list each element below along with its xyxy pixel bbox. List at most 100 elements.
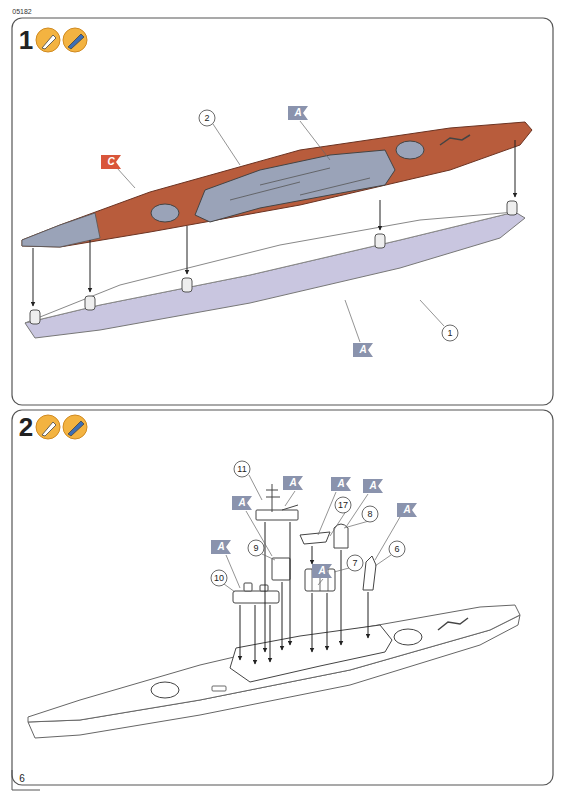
part-6 (363, 556, 376, 590)
page-text: 2 (19, 414, 33, 440)
color-flag (312, 564, 332, 578)
leader-line (334, 568, 349, 572)
color-flag (232, 496, 252, 510)
leader-line (246, 511, 272, 556)
leader-line (345, 300, 360, 342)
assembly-arrow (240, 605, 241, 660)
superstructure (195, 150, 395, 222)
superstructure-detail (230, 168, 370, 200)
color-code: C (107, 157, 114, 167)
assembly-arrow (312, 593, 313, 652)
leader-line (300, 121, 330, 160)
page-text: 05182 (12, 8, 31, 15)
callout-number: 11 (237, 465, 246, 474)
part-10-detail (244, 583, 252, 591)
deck-detail (212, 686, 226, 691)
assembly-arrow (90, 240, 91, 292)
leader-line (375, 555, 391, 566)
callout-circle (389, 541, 405, 557)
color-flag (101, 155, 121, 169)
tool-icon (68, 421, 84, 436)
callout-number: 6 (394, 545, 399, 554)
anchor-chain (438, 618, 468, 630)
callout-circle (347, 555, 363, 571)
glue-icon (63, 415, 87, 439)
color-code: A (217, 542, 224, 552)
assembly-arrow (341, 550, 342, 645)
color-code: A (318, 566, 325, 576)
leader-line (318, 579, 323, 585)
assembly-arrow (312, 546, 313, 564)
part-17 (300, 532, 330, 544)
callout-circle (442, 325, 458, 341)
assembly-arrow (255, 605, 256, 664)
color-flag (288, 106, 308, 120)
color-code: A (369, 481, 376, 491)
deck (22, 122, 532, 247)
leader-line (117, 168, 135, 188)
page-text: 1 (19, 27, 33, 53)
color-code: A (238, 498, 245, 508)
callout-number: 9 (253, 544, 258, 553)
assembly-arrow (380, 200, 381, 230)
color-flag (363, 479, 383, 493)
assembly-arrow (368, 592, 369, 638)
callout-number: 10 (214, 574, 224, 583)
part-9 (272, 558, 290, 580)
turret-ring (151, 682, 179, 698)
locating-post (30, 310, 40, 324)
assembly-arrow (265, 522, 266, 652)
locating-post (507, 201, 517, 215)
anchor-chain (440, 135, 470, 145)
callout-number: 8 (367, 510, 372, 519)
part-10-detail (260, 585, 268, 591)
step-panel (12, 18, 553, 405)
color-code: A (294, 108, 301, 118)
callout-number: 17 (338, 501, 348, 510)
color-flag (283, 476, 303, 490)
paint-icon (36, 28, 60, 52)
tool-icon (42, 422, 56, 436)
assembly-arrow (290, 522, 291, 645)
color-code: A (359, 345, 366, 355)
callout-circle (362, 506, 378, 522)
page-bracket (12, 770, 40, 790)
assembly-arrow (282, 582, 283, 650)
bow-deck (22, 213, 100, 247)
callout-circle (335, 497, 351, 513)
callout-number: 7 (352, 559, 357, 568)
color-code: A (403, 505, 410, 515)
color-flag (331, 477, 351, 491)
leader-line (285, 491, 295, 506)
tool-icon (68, 34, 84, 49)
assembly-arrow (515, 140, 516, 197)
assembly-arrow (327, 593, 328, 650)
leader-line (262, 554, 275, 560)
leader-line (213, 124, 240, 165)
part-11 (256, 510, 298, 520)
deck (28, 605, 520, 722)
locating-post (182, 278, 192, 292)
turret-ring (396, 141, 424, 159)
color-flag (397, 503, 417, 517)
tool-icon (42, 35, 56, 49)
leader-line (420, 300, 444, 326)
turret-ring (151, 204, 179, 222)
callout-number: 1 (447, 329, 452, 338)
locating-post (85, 296, 95, 310)
color-flag (211, 540, 231, 554)
callout-circle (199, 110, 215, 126)
page-text: 6 (19, 774, 25, 784)
step-panel (12, 410, 553, 785)
paint-icon (36, 415, 60, 439)
assembly-arrow (270, 605, 271, 662)
glue-icon (63, 28, 87, 52)
assembly-arrow (187, 226, 188, 274)
leader-line (224, 584, 235, 592)
callout-circle (211, 570, 227, 586)
color-code: A (289, 478, 296, 488)
callout-circle (234, 461, 250, 477)
leader-line (318, 492, 336, 535)
